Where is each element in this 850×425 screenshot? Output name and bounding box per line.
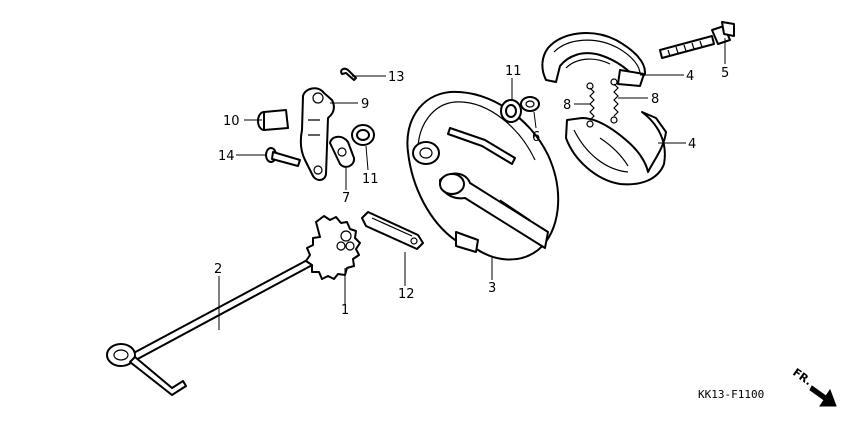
callout-11-right: 11: [505, 64, 522, 79]
cotter-pin: [340, 67, 357, 81]
callout-13: 13: [388, 70, 405, 85]
leader-lines: [218, 38, 726, 330]
callout-14: 14: [218, 149, 235, 164]
front-arrow-icon: [809, 385, 837, 407]
callout-4-upper: 4: [686, 69, 694, 84]
callout-10: 10: [223, 114, 240, 129]
brake-panel: [406, 90, 560, 261]
indicator-lever: [299, 87, 335, 181]
front-label: FR.: [790, 366, 814, 388]
washer-plate: [329, 135, 356, 168]
brake-shoe-lower: [565, 111, 667, 186]
seal-right: [500, 99, 522, 123]
seal-left: [351, 124, 375, 146]
callout-labels: 1 2 3 4 4 5 6 7 8 8 9 10 11 11 12 13 14: [214, 64, 729, 318]
callout-8-left: 8: [563, 98, 571, 113]
callout-8-right: 8: [651, 92, 659, 107]
callout-12: 12: [398, 287, 415, 302]
anchor-bolt: [659, 21, 735, 59]
callout-11-left: 11: [362, 172, 379, 187]
pivot-bolt: [257, 109, 289, 131]
front-direction-indicator: FR.: [790, 366, 837, 407]
brake-rod: [106, 239, 337, 396]
brake-arm: [305, 215, 361, 280]
drawing-code: KK13-F1100: [698, 388, 764, 401]
callout-5: 5: [721, 66, 729, 81]
washer: [520, 96, 540, 112]
callout-4-lower: 4: [688, 137, 696, 152]
screw: [265, 147, 301, 167]
callout-3: 3: [488, 281, 496, 296]
brake-shoe-upper: [541, 32, 647, 87]
callout-6: 6: [532, 130, 540, 145]
gasket-plate: [361, 211, 424, 250]
callout-7: 7: [342, 191, 350, 206]
callout-1: 1: [341, 303, 349, 318]
spring-right: [610, 78, 619, 124]
callout-9: 9: [361, 97, 369, 112]
callout-2: 2: [214, 262, 222, 277]
